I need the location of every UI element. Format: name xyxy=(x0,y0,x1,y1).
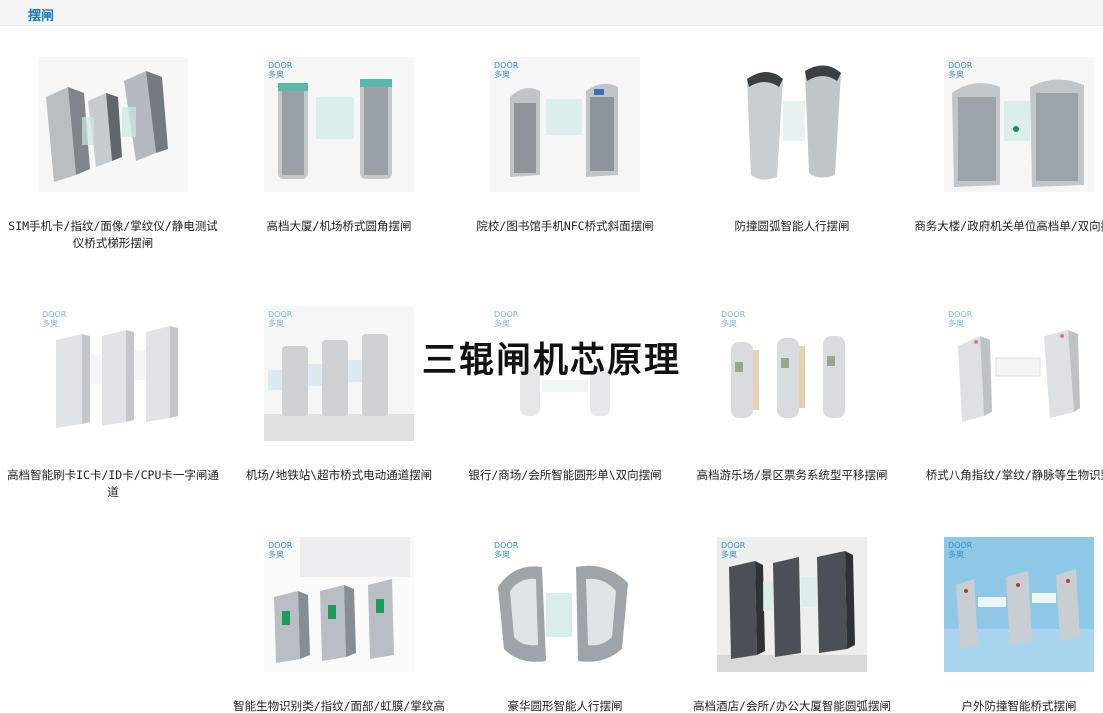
turnstile-illustration xyxy=(264,537,414,672)
turnstile-illustration xyxy=(490,57,640,192)
product-card[interactable]: SIM手机卡/指纹/面像/掌纹仪/静电测试仪桥式梯形摆闸 xyxy=(0,57,226,252)
product-caption[interactable]: 桥式八角指纹/掌纹/静脉等生物识别 xyxy=(925,468,1103,482)
product-caption[interactable]: 高档游乐场/景区票务系统型平移摆闸 xyxy=(696,468,888,482)
category-link[interactable]: 摆闸 xyxy=(28,9,55,24)
product-caption[interactable]: 商务大楼/政府机关单位高档单/双向摆闸 xyxy=(914,219,1103,233)
product-caption[interactable]: 机场/地铁站\超市桥式电动通道摆闸 xyxy=(245,468,433,482)
product-caption[interactable]: 智能生物识别类/指纹/面部/虹膜/掌纹高 xyxy=(233,699,445,713)
turnstile-illustration xyxy=(717,306,867,441)
product-caption[interactable]: 高档大厦/机场桥式圆角摆闸 xyxy=(266,219,412,233)
turnstile-illustration xyxy=(264,306,414,441)
product-image[interactable] xyxy=(38,57,188,192)
product-caption[interactable]: 银行/商场/会所智能圆形单\双向摆闸 xyxy=(468,468,662,482)
product-image[interactable] xyxy=(717,57,867,192)
product-card[interactable]: 防撞圆弧智能人行摆闸 xyxy=(679,57,905,235)
turnstile-illustration xyxy=(944,537,1094,672)
product-caption[interactable]: 豪华圆形智能人行摆闸 xyxy=(507,699,623,713)
turnstile-illustration xyxy=(717,57,867,192)
turnstile-illustration xyxy=(264,57,414,192)
product-caption[interactable]: 高档酒店/会所/办公大厦智能圆弧摆闸 xyxy=(693,699,891,713)
turnstile-illustration xyxy=(944,306,1094,441)
product-caption[interactable]: 户外防撞智能桥式摆闸 xyxy=(961,699,1077,713)
product-caption[interactable]: 防撞圆弧智能人行摆闸 xyxy=(734,219,850,233)
turnstile-illustration xyxy=(490,537,640,672)
product-caption[interactable]: 高档智能刷卡IC卡/ID卡/CPU卡一字闸通道 xyxy=(7,468,219,499)
product-caption[interactable]: SIM手机卡/指纹/面像/掌纹仪/静电测试仪桥式梯形摆闸 xyxy=(8,219,218,250)
category-header: 摆闸 xyxy=(0,0,1103,26)
turnstile-illustration xyxy=(717,537,867,672)
turnstile-illustration xyxy=(944,57,1094,192)
turnstile-illustration xyxy=(490,306,640,441)
turnstile-illustration xyxy=(38,57,188,192)
product-caption[interactable]: 院校/图书馆手机NFC桥式斜面摆闸 xyxy=(476,219,654,233)
turnstile-illustration xyxy=(38,306,188,441)
